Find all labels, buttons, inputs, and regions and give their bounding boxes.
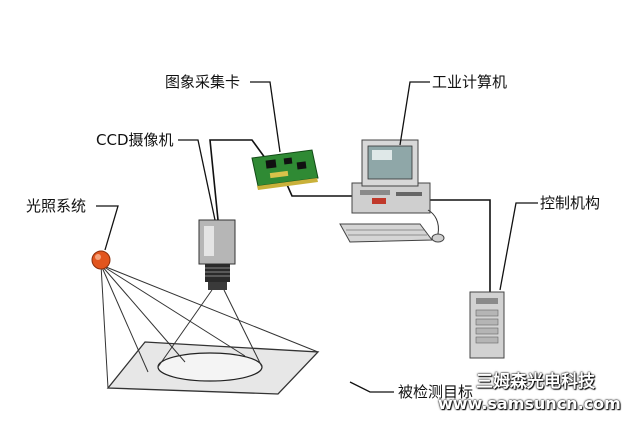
ccd-camera-label: CCD摄像机 — [96, 131, 174, 149]
light-rays — [100, 264, 319, 389]
watermark-brand: 三姆森光电科技 — [476, 372, 595, 392]
lamp-highlight — [95, 254, 101, 260]
industrial-computer — [339, 139, 445, 243]
inspection-spot — [157, 352, 263, 382]
object-label: 被检测目标 — [398, 383, 474, 401]
camera-view-cone — [157, 289, 263, 368]
leader-lines — [96, 81, 538, 393]
cables — [209, 139, 491, 292]
frame-grabber-board — [251, 149, 319, 190]
lighting-label: 光照系统 — [26, 197, 87, 215]
lamp-icon — [91, 250, 111, 270]
ccd-camera — [198, 219, 236, 290]
watermark-url: www.samsuncn.com — [438, 394, 621, 413]
control-tower — [469, 291, 505, 359]
frame-grabber-label: 图象采集卡 — [165, 73, 241, 91]
control-label: 控制机构 — [540, 194, 601, 212]
industrial-pc-label: 工业计算机 — [432, 73, 508, 91]
